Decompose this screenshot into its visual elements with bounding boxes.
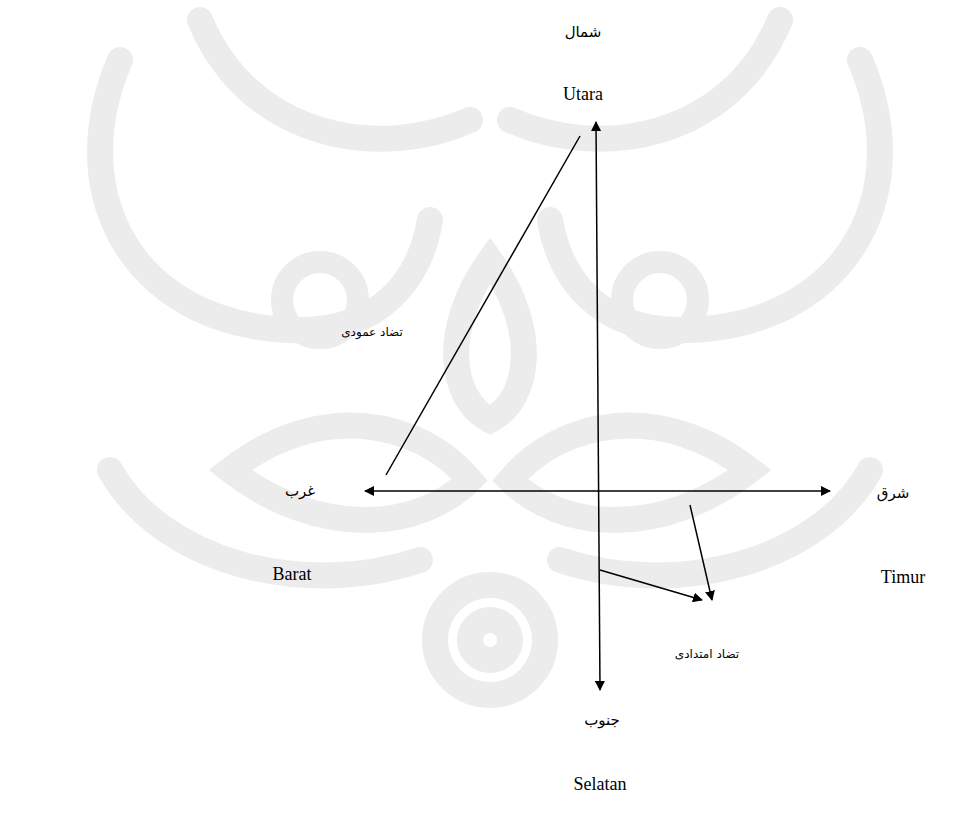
direction-label: غرب [285, 483, 315, 500]
pointer-arrow [690, 505, 712, 600]
watermark-curve [510, 20, 780, 139]
watermark-nose [456, 260, 524, 420]
direction-label: شرق [877, 485, 909, 502]
watermark-eye [622, 262, 698, 338]
direction-label: جنوب [584, 712, 620, 729]
watermark-eye [510, 426, 750, 520]
watermark-bulb [470, 620, 510, 660]
direction-label: شمال [565, 24, 602, 41]
direction-label: Selatan [574, 775, 627, 795]
watermark-curve [560, 470, 870, 576]
pointer-arrow [600, 570, 702, 600]
direction-label: Utara [563, 85, 603, 105]
west-east-axis [365, 490, 830, 492]
watermark-curve [110, 470, 420, 576]
direction-label: Timur [881, 568, 925, 588]
callout-label: تضاد عمودی [341, 326, 403, 339]
direction-label: Barat [273, 565, 312, 585]
watermark-curve [200, 20, 470, 139]
watermark-eye [230, 426, 470, 520]
north-south-axis [596, 122, 600, 690]
leader-line [386, 136, 580, 475]
watermark-emblem [100, 20, 880, 695]
callout-label: تضاد امتدادی [675, 648, 739, 661]
watermark-bulb [435, 585, 545, 695]
